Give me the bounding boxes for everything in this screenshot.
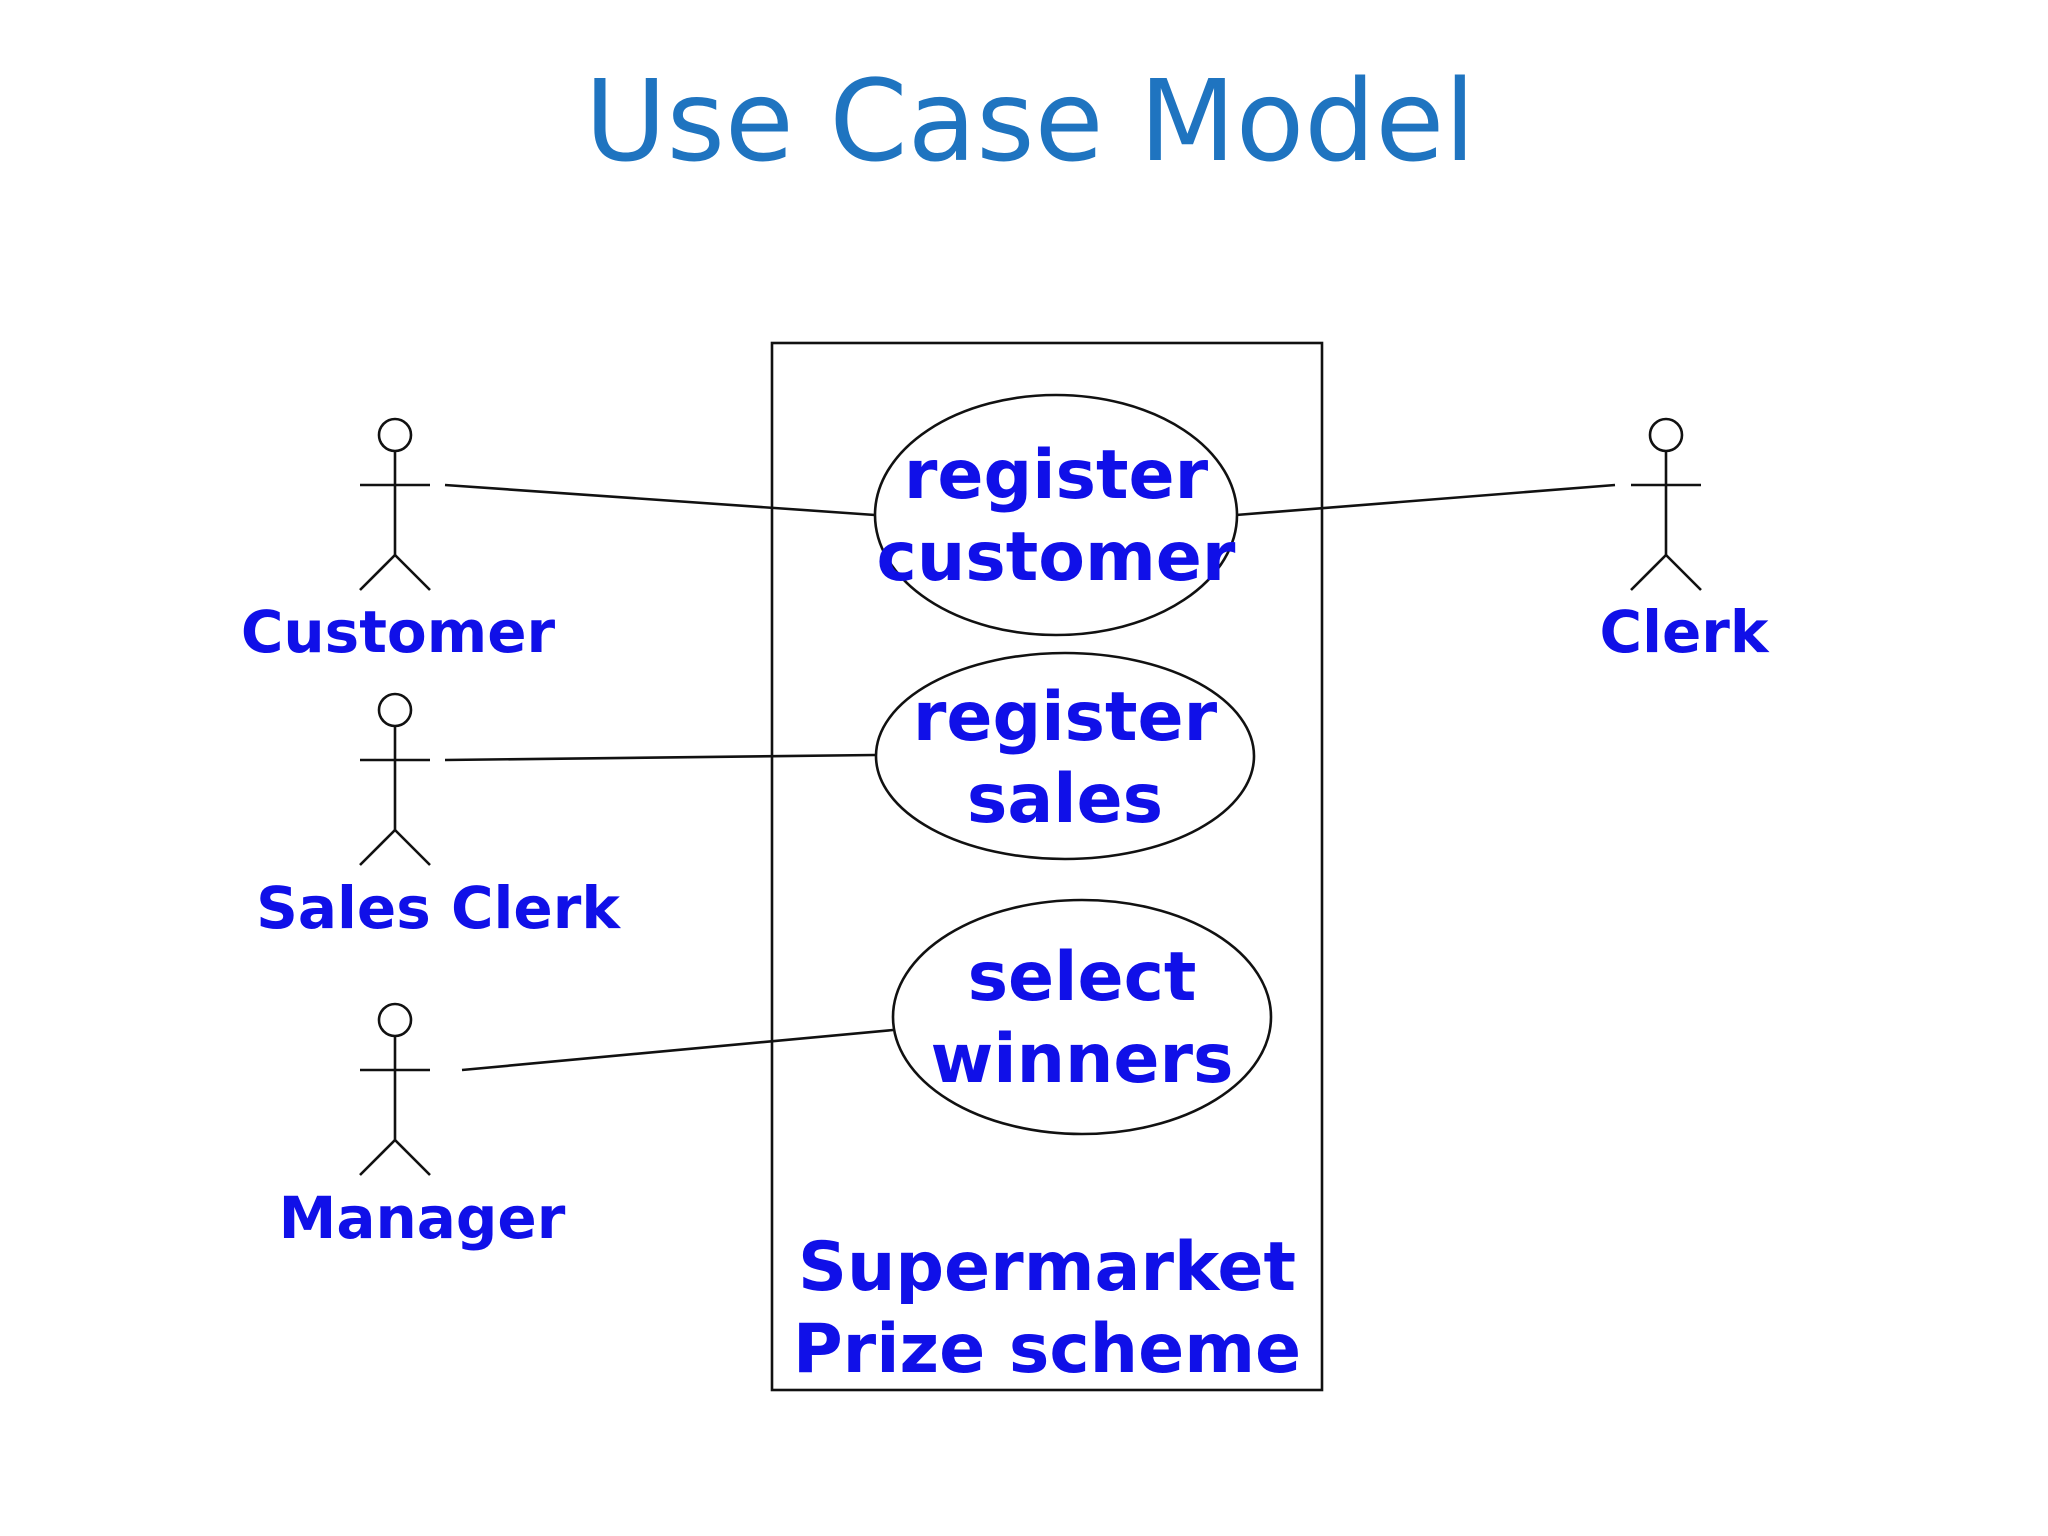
use-case-ellipse <box>891 898 1273 1136</box>
system-label-line2: Prize scheme <box>793 1310 1301 1389</box>
system-label-line1: Supermarket <box>798 1228 1296 1307</box>
association-clerk-register-customer <box>1235 483 1616 517</box>
use-case-select-winners[interactable]: select winners <box>891 898 1273 1136</box>
association-customer-register-customer <box>444 483 876 517</box>
use-case-label-line2: customer <box>877 518 1236 597</box>
association-sales-clerk-register-sales <box>444 753 876 762</box>
use-case-label-line2: sales <box>967 760 1163 839</box>
use-case-label-line2: winners <box>930 1020 1233 1099</box>
actor-sales-clerk[interactable]: Sales Clerk <box>256 692 621 942</box>
stick-figure-icon <box>359 1002 431 1176</box>
use-case-label-line1: register <box>913 678 1218 757</box>
use-case-register-sales[interactable]: register sales <box>874 651 1256 861</box>
system-boundary <box>770 341 1324 1392</box>
actor-manager[interactable]: Manager <box>279 1002 566 1252</box>
actor-label: Manager <box>279 1184 566 1252</box>
actor-label: Sales Clerk <box>256 874 621 942</box>
use-case-register-customer[interactable]: register customer <box>873 393 1239 637</box>
actor-customer[interactable]: Customer <box>241 417 556 666</box>
page-title: Use Case Model <box>585 57 1476 187</box>
use-case-label-line1: select <box>968 938 1197 1017</box>
use-case-label-line1: register <box>904 436 1209 515</box>
association-manager-select-winners <box>461 1028 894 1072</box>
actor-label: Customer <box>241 598 556 666</box>
stick-figure-icon <box>359 417 431 591</box>
stick-figure-icon <box>1630 417 1702 591</box>
use-case-ellipse <box>874 651 1256 861</box>
use-case-ellipse <box>873 393 1239 637</box>
actor-label: Clerk <box>1600 598 1770 666</box>
actor-clerk[interactable]: Clerk <box>1600 417 1770 666</box>
stick-figure-icon <box>359 692 431 866</box>
